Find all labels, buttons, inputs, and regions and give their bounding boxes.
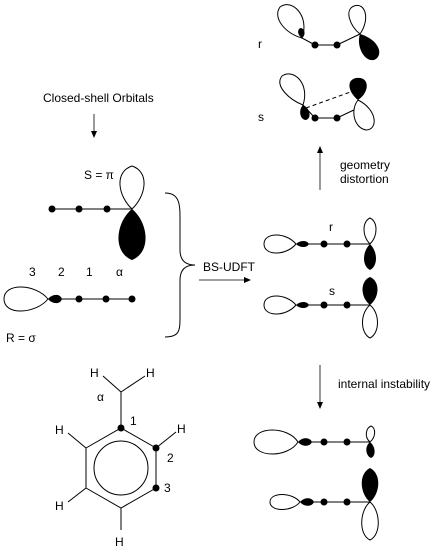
chain-label-1: 1 <box>86 265 93 279</box>
label-s-mid: s <box>329 284 335 298</box>
chain-label-alpha: α <box>116 265 123 279</box>
unstable-orbital-1 <box>253 425 376 458</box>
bs-r-orbital: r <box>263 217 377 270</box>
r-sigma-orbital: 3 2 1 α R = σ <box>3 265 136 345</box>
lobe-filled <box>364 244 376 270</box>
lobe-open <box>279 73 306 106</box>
distorted-r-orbital: r <box>258 4 380 61</box>
atom-dot <box>343 498 351 506</box>
lobe-open <box>263 295 297 315</box>
lobe-filled <box>296 241 309 247</box>
lobe-open <box>362 304 378 339</box>
lobe-filled <box>361 468 379 502</box>
atom-alpha: α <box>97 390 104 404</box>
label-r-top: r <box>258 37 262 51</box>
atom-dot <box>320 301 328 309</box>
label-r-mid: r <box>329 220 333 234</box>
atom-dot <box>343 438 351 446</box>
atom-dot <box>102 295 110 303</box>
atom-h: H <box>146 366 155 380</box>
lobe-filled <box>362 277 378 305</box>
atom-dot <box>75 205 83 213</box>
benzyl-molecule: H H α 1 2 3 H H H H <box>55 366 186 549</box>
atom-dot <box>343 301 351 309</box>
atom-label-3: 3 <box>164 481 171 495</box>
s-pi-label: S = π <box>84 168 114 182</box>
atom-dot <box>48 205 56 213</box>
distortion-label: distortion <box>340 172 389 186</box>
pi-lobe-open <box>119 165 145 210</box>
pi-lobe-filled <box>118 209 146 260</box>
lobe-open <box>348 4 367 35</box>
atom-h: H <box>55 499 64 513</box>
curly-brace <box>164 192 196 338</box>
geometry-label: geometry <box>340 158 390 172</box>
lobe-filled <box>349 77 367 100</box>
atom-h: H <box>90 366 99 380</box>
unstable-orbital-2 <box>269 468 379 541</box>
atom-dot <box>320 240 328 248</box>
closed-shell-label: Closed-shell Orbitals <box>43 91 154 105</box>
s-pi-orbital: S = π <box>48 165 146 260</box>
lobe-filled <box>298 28 305 38</box>
atom-dot <box>333 114 341 122</box>
chain-label-2: 2 <box>58 265 65 279</box>
atom-h: H <box>177 422 186 436</box>
atom-dot <box>128 295 136 303</box>
lobe-open <box>263 234 297 254</box>
lobe-open <box>269 494 301 510</box>
lobe-open <box>361 501 379 541</box>
lobe-filled <box>358 34 380 61</box>
distorted-s-orbital: s <box>258 73 375 131</box>
lobe-filled <box>298 438 312 446</box>
lobe-filled <box>296 302 309 308</box>
atom-dot <box>333 41 341 49</box>
atom-dot <box>311 41 319 49</box>
sigma-lobe-open <box>3 286 49 312</box>
atom-dot <box>117 424 125 432</box>
atom-h: H <box>55 423 64 437</box>
lobe-filled <box>300 498 314 506</box>
sigma-lobe-filled <box>48 294 62 304</box>
atom-dot <box>103 205 111 213</box>
atom-dot <box>152 484 160 492</box>
chain-label-3: 3 <box>29 265 36 279</box>
atom-dot <box>343 240 351 248</box>
atom-dot <box>320 498 328 506</box>
lobe-filled <box>300 105 310 120</box>
atom-dot <box>75 295 83 303</box>
atom-dot <box>320 438 328 446</box>
bs-udft-label: BS-UDFT <box>203 260 256 274</box>
atom-label-2: 2 <box>167 451 174 465</box>
internal-instability-label: internal instability <box>338 377 430 391</box>
atom-dot <box>311 114 319 122</box>
atom-label-1: 1 <box>130 414 137 428</box>
lobe-open <box>353 99 375 131</box>
bs-s-orbital: s <box>263 277 378 339</box>
label-s-top: s <box>258 110 264 124</box>
lobe-open <box>363 217 377 245</box>
r-sigma-label: R = σ <box>6 331 36 345</box>
lobe-filled <box>366 442 375 458</box>
lobe-open <box>365 425 376 443</box>
lobe-open <box>277 4 305 39</box>
atom-h: H <box>115 535 124 549</box>
lobe-open <box>253 429 299 455</box>
